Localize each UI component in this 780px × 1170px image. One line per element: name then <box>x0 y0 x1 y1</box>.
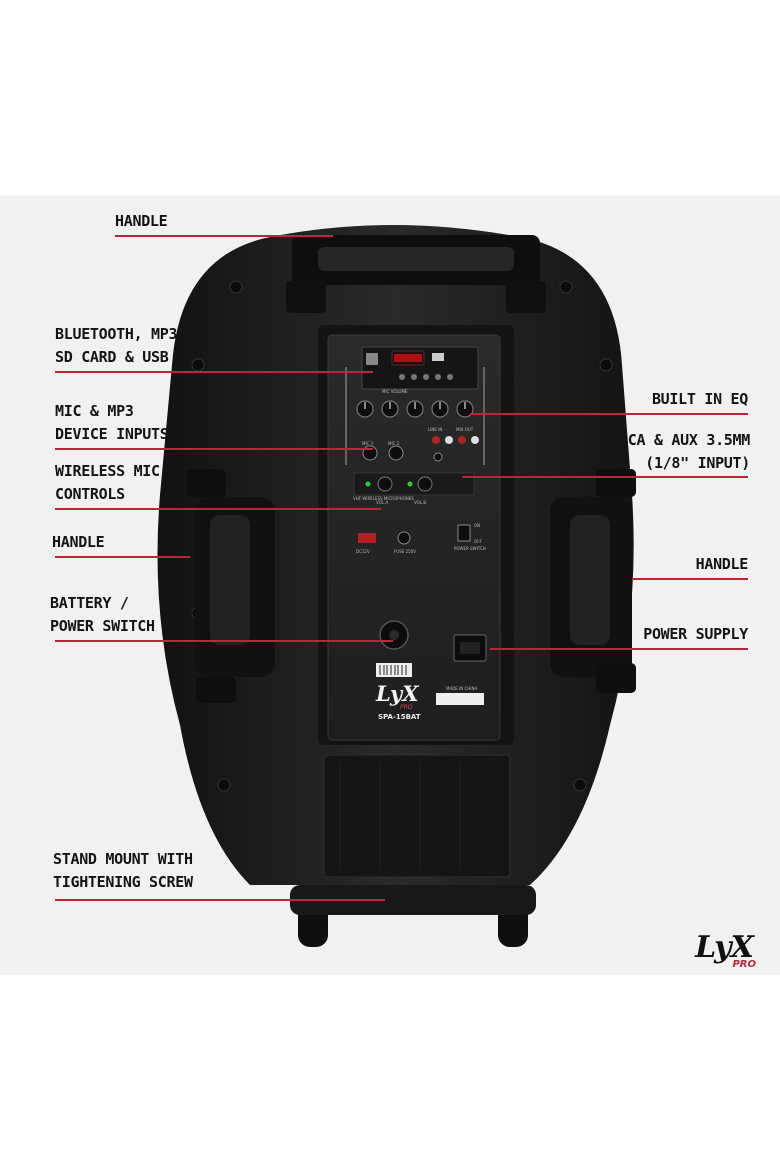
mp3-module <box>361 346 479 390</box>
callout-mic-inputs: MIC & MP3 DEVICE INPUTS <box>55 402 169 443</box>
off-label: OFF <box>474 539 482 544</box>
line-stand <box>55 899 385 901</box>
callout-wireless: WIRELESS MIC CONTROLS <box>55 462 160 503</box>
right-side-handle <box>550 469 636 693</box>
vhf-label: VHF WIRELESS MICROPHONES <box>353 496 414 501</box>
line-handle-left <box>55 556 190 558</box>
callout-eq: BUILT IN EQ <box>651 390 748 408</box>
brand-logo-sub: PRO <box>732 959 756 970</box>
vol-b-label: VOL.B <box>414 500 426 505</box>
barcode-sticker <box>376 663 412 677</box>
product-image-stage: MIC VOLUME VHF WIRELESS MICROPHONES VOL.… <box>0 195 780 975</box>
callout-handle-right: HANDLE <box>695 555 749 573</box>
callout-battery: BATTERY / POWER SWITCH <box>50 594 155 635</box>
line-power-supply <box>490 648 748 650</box>
fuse-label: FUSE 250V <box>394 549 416 554</box>
panel-model: SPA-15BAT <box>378 713 421 721</box>
power-switch-label: POWER SWITCH <box>454 546 486 551</box>
line-in-label: LINE IN <box>428 427 442 432</box>
dc-label: DC12V <box>356 549 370 554</box>
callout-handle-top: HANDLE <box>115 212 168 230</box>
callout-handle-left: HANDLE <box>52 533 105 551</box>
callout-stand: STAND MOUNT WITH TIGHTENING SCREW <box>53 850 193 891</box>
callout-rca: RCA & AUX 3.5MM (1/8" INPUT) <box>619 431 750 472</box>
line-mic-inputs <box>55 448 373 450</box>
line-handle-right <box>632 578 748 580</box>
speaker-illustration: MIC VOLUME VHF WIRELESS MICROPHONES VOL.… <box>157 225 636 947</box>
control-panel <box>327 334 501 741</box>
line-wireless <box>55 508 381 510</box>
brand-logo: LyX PRO <box>695 930 756 970</box>
made-in-label: MADE IN CHINA <box>446 686 477 691</box>
left-side-handle <box>186 469 275 703</box>
callout-power-supply: POWER SUPPLY <box>643 625 748 643</box>
mix-out-label: MIX OUT <box>456 427 474 432</box>
line-rca <box>462 476 748 478</box>
callout-bluetooth: BLUETOOTH, MP3 SD CARD & USB <box>55 325 178 366</box>
wheels <box>290 885 536 947</box>
panel-brand-logo: LyX <box>375 681 419 706</box>
panel-brand-sub: PRO <box>400 704 413 711</box>
input-jacks <box>362 436 479 462</box>
knob-label-row: MIC VOLUME <box>382 389 408 394</box>
mic1-label: MIC 1 <box>362 441 374 446</box>
line-eq <box>470 413 748 415</box>
mic2-label: MIC 2 <box>388 441 400 446</box>
lower-cabinet-panel <box>323 754 511 878</box>
line-battery <box>55 640 393 642</box>
brand-logo-main: LyX <box>695 930 754 965</box>
vol-a-label: VOL.A <box>376 500 388 505</box>
top-handle <box>286 235 546 313</box>
on-label: ON <box>474 523 480 528</box>
line-bluetooth <box>55 371 373 373</box>
wireless-mic-knobs <box>353 472 475 496</box>
power-inlet <box>453 634 487 662</box>
line-handle-top <box>115 235 333 237</box>
